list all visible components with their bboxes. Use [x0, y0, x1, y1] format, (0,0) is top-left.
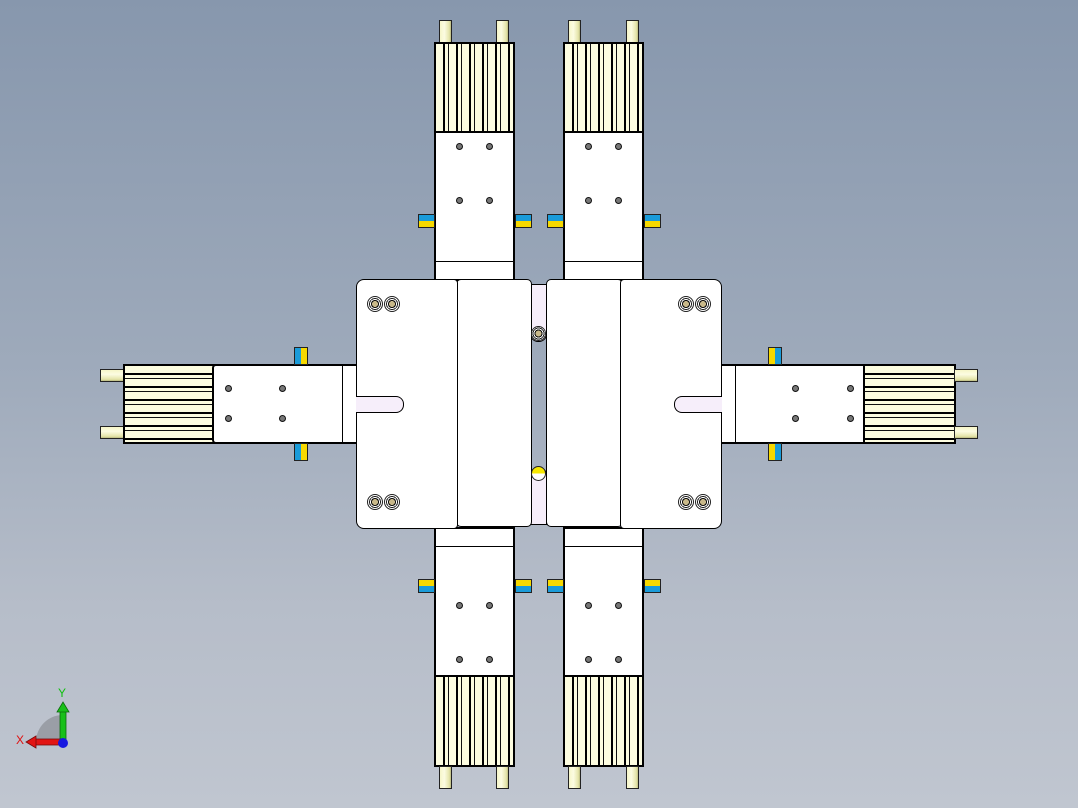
- cylinder-body[interactable]: [563, 42, 644, 134]
- magnetic-sensor-icon[interactable]: [294, 443, 308, 461]
- piston-rod: [100, 426, 125, 439]
- bolt-hole-icon: [615, 656, 622, 663]
- right-jaw-slot: [674, 396, 722, 413]
- cylinder-body[interactable]: [434, 675, 515, 767]
- divider-line: [735, 366, 736, 442]
- piston-rod: [568, 20, 581, 44]
- bolt-hole-icon: [585, 602, 592, 609]
- piston-rod: [496, 766, 509, 789]
- magnetic-sensor-icon[interactable]: [515, 214, 532, 228]
- bolt-hole-icon: [486, 143, 493, 150]
- center-pin-icon: [531, 326, 546, 341]
- magnetic-sensor-icon[interactable]: [547, 579, 564, 593]
- bolt-hole-icon: [486, 602, 493, 609]
- bolt-hole-icon: [486, 197, 493, 204]
- bolt-hole-icon: [847, 385, 854, 392]
- bolt-hole-icon: [615, 602, 622, 609]
- magnetic-sensor-icon[interactable]: [547, 214, 564, 228]
- center-plate-left[interactable]: [456, 279, 532, 527]
- bolt-hole-icon: [486, 656, 493, 663]
- magnetic-sensor-icon[interactable]: [644, 214, 661, 228]
- bolt-hole-icon: [585, 143, 592, 150]
- jaw-screw-icon: [384, 296, 400, 312]
- divider-line: [436, 546, 513, 547]
- piston-rod: [626, 20, 639, 44]
- cylinder-body[interactable]: [434, 42, 515, 134]
- slide-block[interactable]: [434, 527, 515, 679]
- bolt-hole-icon: [456, 656, 463, 663]
- divider-line: [342, 366, 343, 442]
- magnetic-sensor-icon[interactable]: [768, 347, 782, 365]
- magnetic-sensor-icon[interactable]: [418, 579, 435, 593]
- bolt-hole-icon: [847, 415, 854, 422]
- bolt-hole-icon: [585, 656, 592, 663]
- magnetic-sensor-icon[interactable]: [644, 579, 661, 593]
- jaw-screw-icon: [695, 494, 711, 510]
- divider-line: [565, 261, 642, 262]
- cylinder-body[interactable]: [863, 364, 956, 444]
- bolt-hole-icon: [456, 197, 463, 204]
- bolt-hole-icon: [615, 197, 622, 204]
- piston-rod: [439, 766, 452, 789]
- magnetic-sensor-icon[interactable]: [515, 579, 532, 593]
- coordinate-triad-icon: [25, 701, 70, 749]
- center-pin-highlight-icon: [531, 466, 546, 481]
- magnetic-sensor-icon[interactable]: [294, 347, 308, 365]
- piston-rod: [568, 766, 581, 789]
- jaw-screw-icon: [367, 296, 383, 312]
- magnetic-sensor-icon[interactable]: [418, 214, 435, 228]
- bolt-hole-icon: [225, 385, 232, 392]
- coordinate-triad: Y X: [14, 686, 74, 752]
- left-jaw-slot: [356, 396, 404, 413]
- slide-block[interactable]: [434, 131, 515, 281]
- x-axis-label: X: [16, 733, 25, 747]
- y-axis-label: Y: [58, 686, 67, 700]
- slide-block[interactable]: [212, 364, 360, 444]
- bolt-hole-icon: [792, 415, 799, 422]
- divider-line: [436, 261, 513, 262]
- piston-rod: [954, 369, 978, 382]
- jaw-screw-icon: [367, 494, 383, 510]
- bolt-hole-icon: [225, 415, 232, 422]
- bolt-hole-icon: [456, 602, 463, 609]
- cylinder-body[interactable]: [123, 364, 216, 444]
- jaw-screw-icon: [384, 494, 400, 510]
- piston-rod: [439, 20, 452, 44]
- magnetic-sensor-icon[interactable]: [768, 443, 782, 461]
- bolt-hole-icon: [456, 143, 463, 150]
- slide-block[interactable]: [720, 364, 868, 444]
- piston-rod: [626, 766, 639, 789]
- divider-line: [565, 546, 642, 547]
- slide-block[interactable]: [563, 527, 644, 679]
- bolt-hole-icon: [279, 415, 286, 422]
- jaw-screw-icon: [695, 296, 711, 312]
- slide-block[interactable]: [563, 131, 644, 281]
- center-plate-right[interactable]: [546, 279, 623, 527]
- jaw-screw-icon: [678, 494, 694, 510]
- bolt-hole-icon: [615, 143, 622, 150]
- bolt-hole-icon: [585, 197, 592, 204]
- bolt-hole-icon: [792, 385, 799, 392]
- piston-rod: [100, 369, 125, 382]
- cylinder-body[interactable]: [563, 675, 644, 767]
- piston-rod: [496, 20, 509, 44]
- bolt-hole-icon: [279, 385, 286, 392]
- jaw-screw-icon: [678, 296, 694, 312]
- piston-rod: [954, 426, 978, 439]
